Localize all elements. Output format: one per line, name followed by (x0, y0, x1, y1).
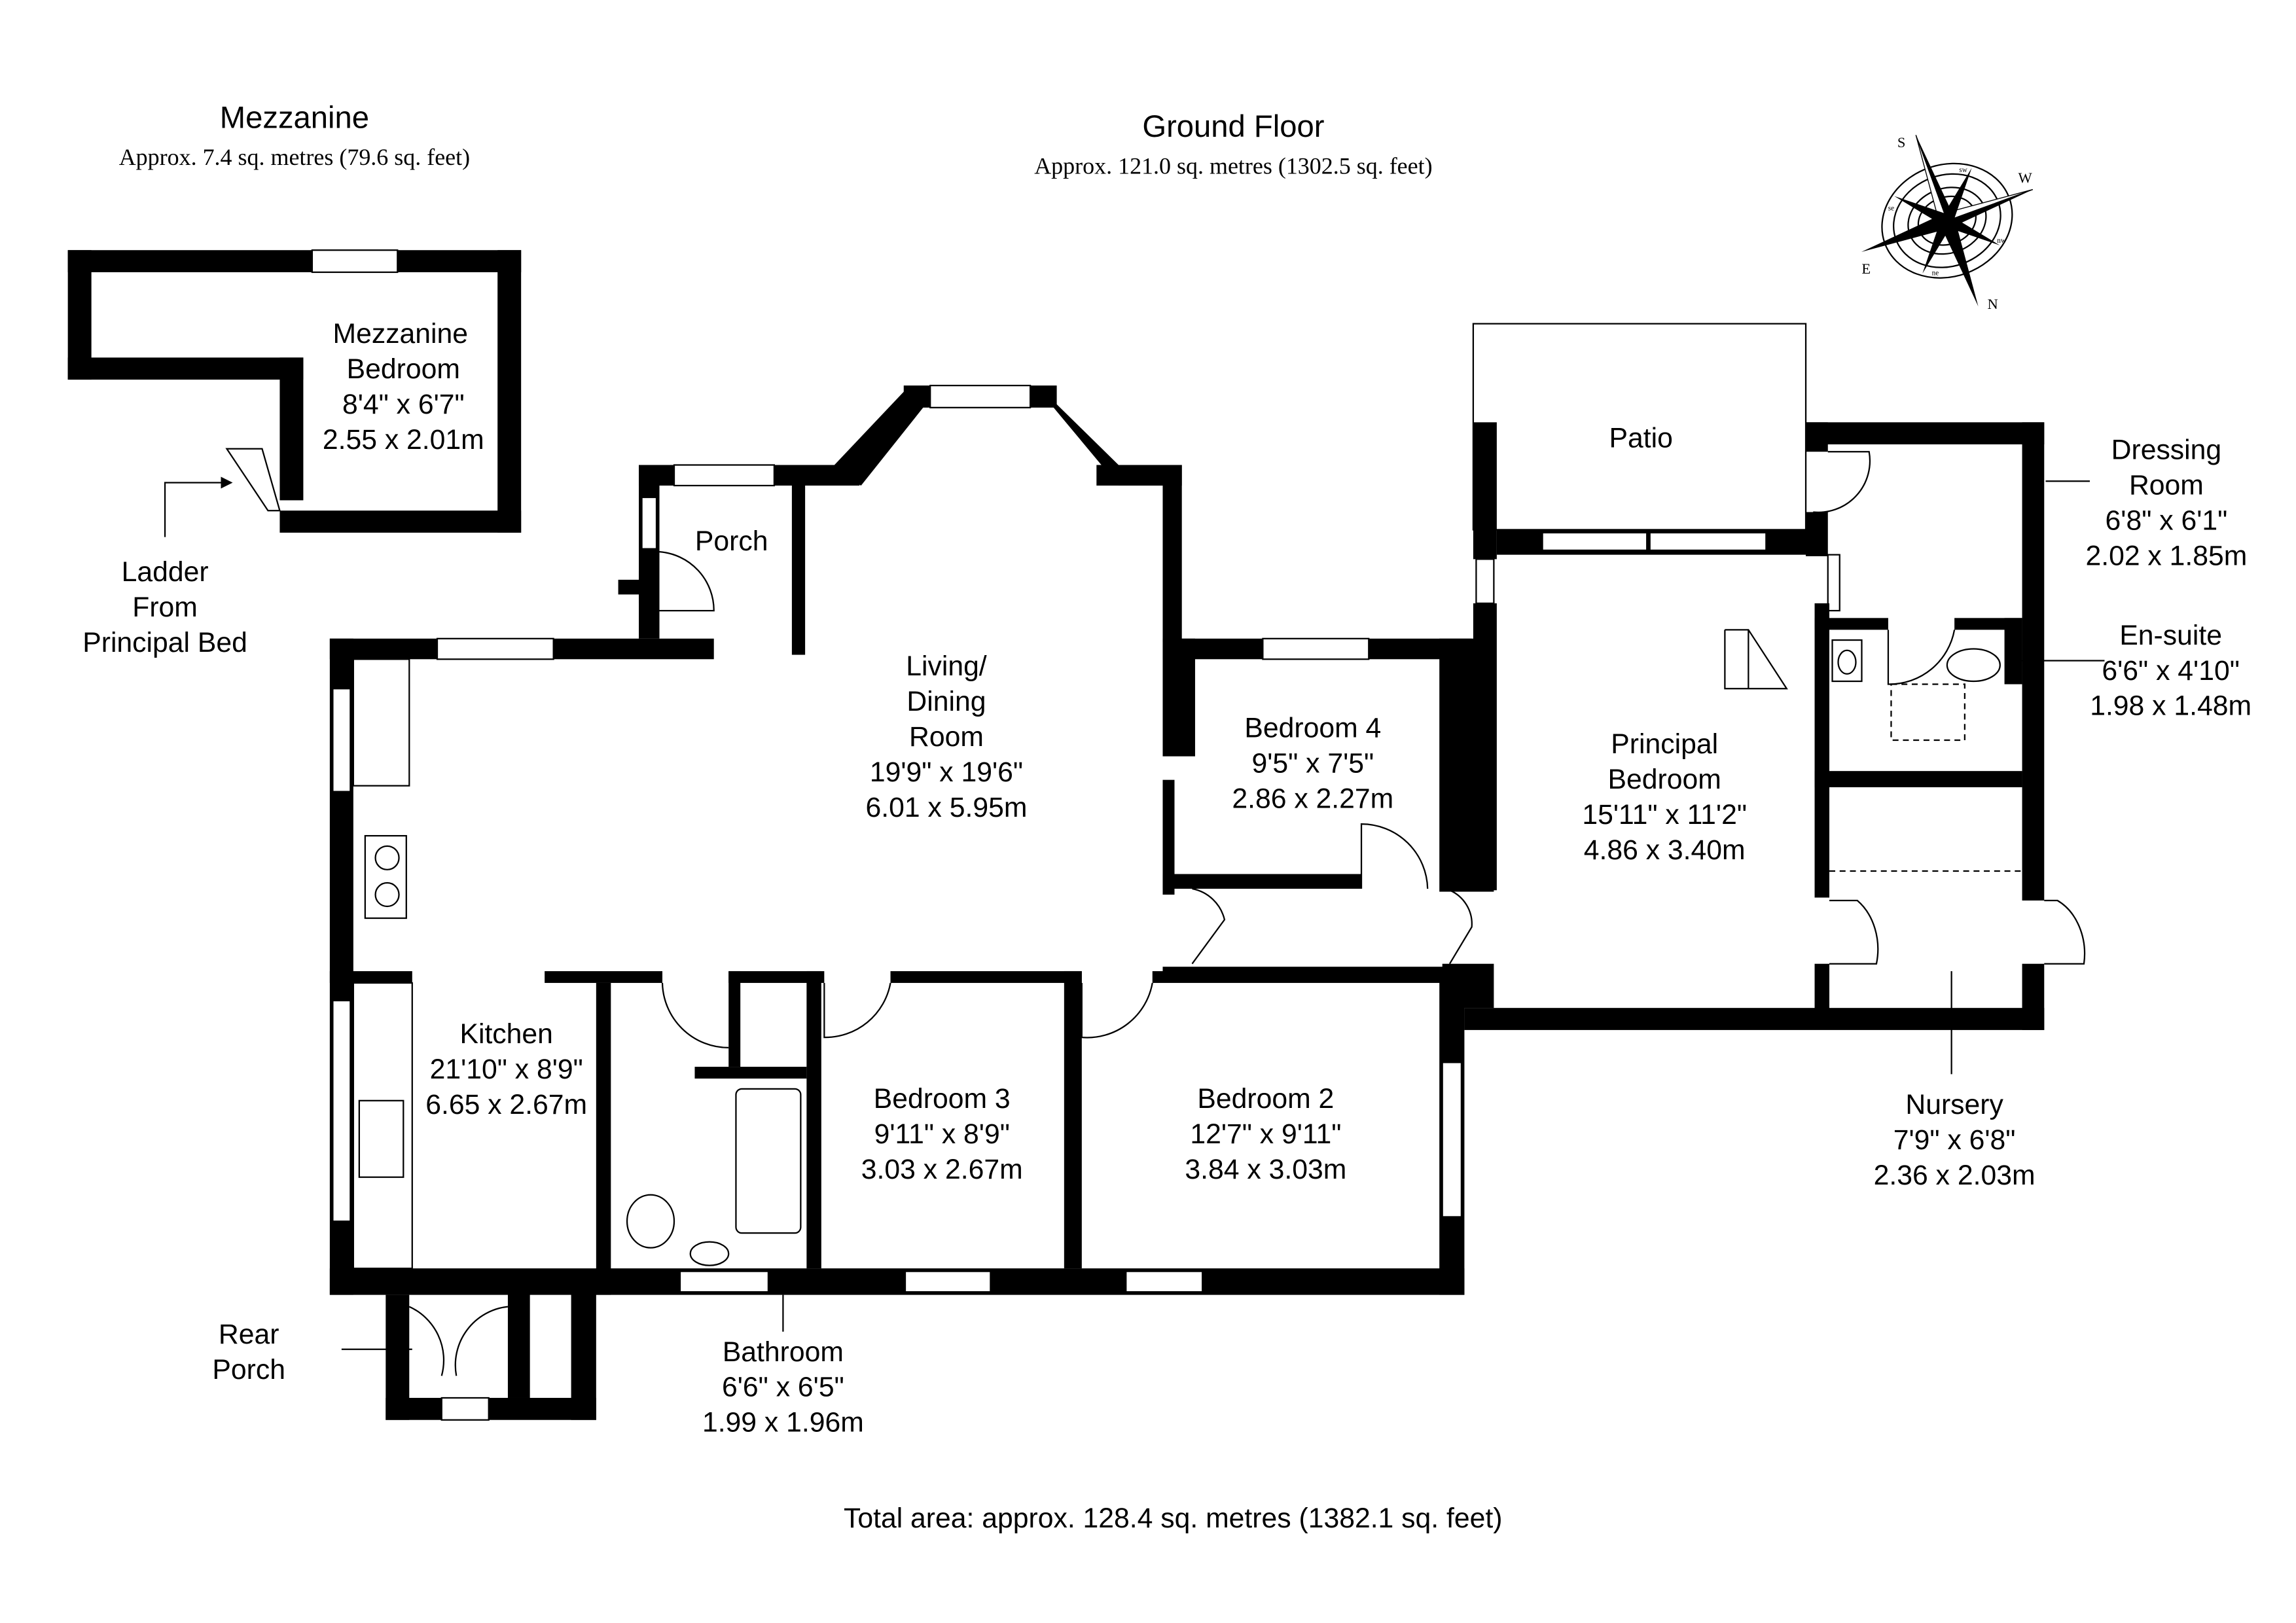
room-living-dining: Living/ Dining Room 19'9" x 19'6" 6.01 x… (866, 651, 1028, 823)
svg-text:Bedroom 4: Bedroom 4 (1244, 712, 1381, 743)
ground-floor-title: Ground Floor (1142, 109, 1324, 144)
svg-text:Mezzanine: Mezzanine (333, 318, 469, 349)
label-ladder: Ladder From Principal Bed (82, 556, 247, 658)
label-porch: Porch (695, 526, 768, 557)
svg-text:2.36 x 2.03m: 2.36 x 2.03m (1874, 1160, 2036, 1191)
svg-text:Bedroom: Bedroom (347, 353, 460, 385)
svg-text:3.84 x 3.03m: 3.84 x 3.03m (1185, 1154, 1346, 1185)
room-kitchen: Kitchen 21'10" x 8'9" 6.65 x 2.67m (425, 1018, 587, 1120)
room-dressing-room: Dressing Room 6'8" x 6'1" 2.02 x 1.85m (2085, 435, 2247, 572)
svg-text:Bedroom 3: Bedroom 3 (874, 1083, 1011, 1115)
svg-text:1.98 x 1.48m: 1.98 x 1.48m (2090, 690, 2251, 722)
compass-sw: sw (1959, 166, 1967, 174)
ground-floor-walls (329, 323, 2105, 1421)
room-mezzanine-bedroom: Mezzanine Bedroom 8'4" x 6'7" 2.55 x 2.0… (323, 318, 484, 455)
ground-floor-area: Approx. 121.0 sq. metres (1302.5 sq. fee… (1034, 152, 1432, 179)
room-bathroom: Bathroom 6'6" x 6'5" 1.99 x 1.96m (702, 1336, 864, 1438)
mezzanine-area: Approx. 7.4 sq. metres (79.6 sq. feet) (119, 144, 470, 170)
compass-w: W (2018, 169, 2032, 186)
compass-nw: nw (1997, 237, 2007, 245)
svg-text:Dining: Dining (906, 686, 986, 717)
room-nursery: Nursery 7'9" x 6'8" 2.36 x 2.03m (1874, 1089, 2036, 1191)
compass-s: S (1897, 134, 1906, 151)
room-en-suite: En-suite 6'6" x 4'10" 1.98 x 1.48m (2090, 620, 2251, 722)
compass-n: N (1987, 296, 1998, 312)
svg-text:6'6" x 4'10": 6'6" x 4'10" (2102, 655, 2239, 687)
room-bedroom-2: Bedroom 2 12'7" x 9'11" 3.84 x 3.03m (1185, 1083, 1346, 1185)
svg-text:21'10" x 8'9": 21'10" x 8'9" (430, 1054, 583, 1085)
label-patio: Patio (1609, 423, 1673, 454)
svg-text:Rear: Rear (219, 1319, 279, 1350)
svg-text:Bedroom 2: Bedroom 2 (1197, 1083, 1334, 1115)
svg-text:12'7" x 9'11": 12'7" x 9'11" (1190, 1118, 1341, 1150)
svg-text:From: From (132, 592, 198, 623)
compass-rose-icon (1861, 135, 2034, 307)
mezzanine-title: Mezzanine (220, 101, 369, 135)
room-principal-bedroom: Principal Bedroom 15'11" x 11'2" 4.86 x … (1582, 728, 1747, 866)
room-bedroom-4: Bedroom 4 9'5" x 7'5" 2.86 x 2.27m (1232, 712, 1393, 814)
mezzanine-walls (67, 249, 522, 533)
svg-text:9'5" x 7'5": 9'5" x 7'5" (1251, 747, 1374, 779)
svg-text:Kitchen: Kitchen (459, 1018, 552, 1050)
svg-text:19'9" x 19'6": 19'9" x 19'6" (870, 757, 1023, 788)
svg-text:Bedroom: Bedroom (1608, 764, 1721, 795)
svg-text:Room: Room (2129, 469, 2204, 501)
label-rear-porch: Rear Porch (212, 1319, 285, 1385)
svg-text:En-suite: En-suite (2119, 620, 2222, 651)
svg-text:2.86 x 2.27m: 2.86 x 2.27m (1232, 783, 1393, 814)
compass-e: E (1861, 260, 1871, 277)
total-area: Total area: approx. 128.4 sq. metres (13… (844, 1503, 1502, 1534)
svg-text:Principal Bed: Principal Bed (82, 627, 247, 658)
compass-ne: ne (1932, 269, 1939, 277)
svg-text:Bathroom: Bathroom (723, 1336, 844, 1368)
svg-text:3.03 x 2.67m: 3.03 x 2.67m (861, 1154, 1023, 1185)
svg-text:1.99 x 1.96m: 1.99 x 1.96m (702, 1407, 864, 1438)
entrance-arrow-icon (618, 571, 654, 603)
svg-text:2.55 x 2.01m: 2.55 x 2.01m (323, 424, 484, 455)
svg-text:Nursery: Nursery (1905, 1089, 2003, 1120)
svg-text:15'11" x 11'2": 15'11" x 11'2" (1582, 799, 1747, 830)
svg-text:Ladder: Ladder (122, 556, 209, 588)
svg-text:6.65 x 2.67m: 6.65 x 2.67m (425, 1089, 587, 1120)
svg-text:9'11" x 8'9": 9'11" x 8'9" (874, 1118, 1010, 1150)
svg-text:4.86 x 3.40m: 4.86 x 3.40m (1584, 834, 1746, 866)
svg-text:Principal: Principal (1611, 728, 1718, 760)
svg-text:6'8" x 6'1": 6'8" x 6'1" (2106, 505, 2228, 536)
svg-text:Room: Room (909, 721, 984, 753)
room-bedroom-3: Bedroom 3 9'11" x 8'9" 3.03 x 2.67m (861, 1083, 1023, 1185)
svg-text:8'4" x 6'7": 8'4" x 6'7" (342, 389, 465, 420)
svg-text:Dressing: Dressing (2111, 435, 2222, 466)
compass-se: se (1888, 205, 1894, 213)
ladder-pointer (164, 482, 221, 537)
svg-text:7'9" x 6'8": 7'9" x 6'8" (1893, 1124, 2016, 1156)
svg-text:Porch: Porch (212, 1354, 285, 1385)
svg-text:2.02 x 1.85m: 2.02 x 1.85m (2085, 540, 2247, 571)
svg-text:6.01 x 5.95m: 6.01 x 5.95m (866, 792, 1028, 823)
svg-text:6'6" x 6'5": 6'6" x 6'5" (722, 1372, 844, 1403)
svg-text:Living/: Living/ (906, 651, 987, 682)
